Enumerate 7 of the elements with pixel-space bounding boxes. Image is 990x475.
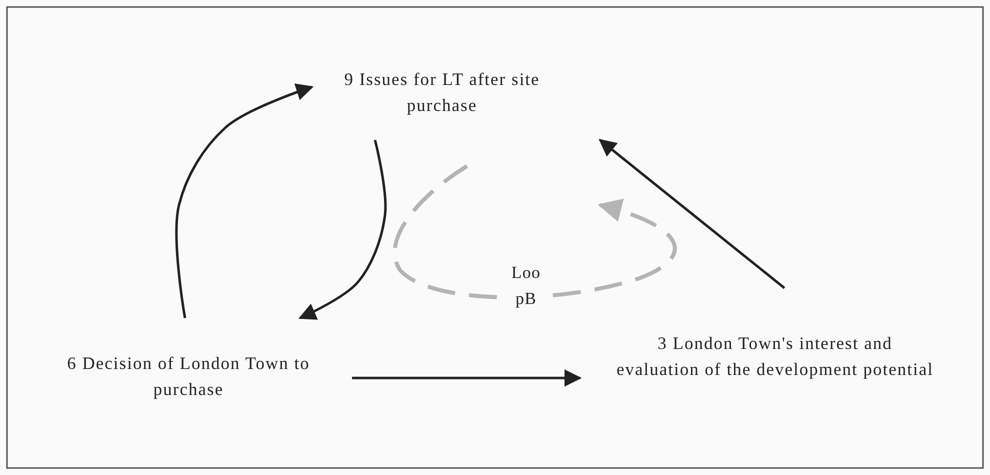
node-label: 6 Decision of London Town to purchase — [66, 352, 311, 401]
arrow — [352, 369, 582, 387]
arrow — [175, 84, 314, 318]
arrow — [598, 138, 786, 289]
arrow — [298, 140, 387, 320]
node-label: 3 London Town's interest and evaluation of the development potential — [616, 332, 934, 381]
node-label: 9 Issues for LT after site purchase — [343, 68, 541, 117]
